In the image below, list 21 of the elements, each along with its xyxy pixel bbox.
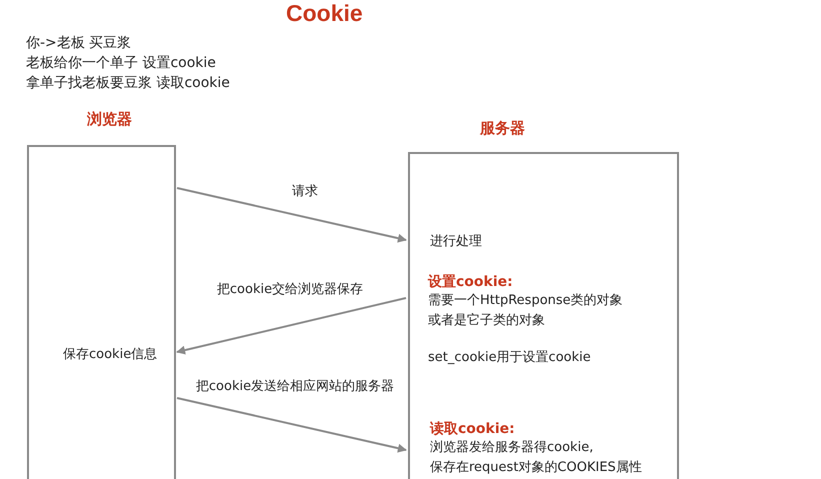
edge-label: 请求 [290,182,320,200]
note-text: 拿单子找老板要豆浆 读取cookie [26,74,230,92]
note-text: 老板给你一个单子 设置cookie [26,54,216,72]
section-heading: 设置cookie: [428,274,513,290]
arrow [176,397,407,453]
body-text: 需要一个HttpResponse类的对象 [428,293,623,309]
column-heading: 浏览器 [87,110,132,129]
arrow [176,187,407,243]
edge-label: 把cookie发送给相应网站的服务器 [194,377,396,395]
column-heading: 服务器 [480,119,525,138]
title: Cookie [286,0,363,27]
body-text: 保存cookie信息 [63,347,158,363]
note-text: 你->老板 买豆浆 [26,34,132,52]
body-text: 进行处理 [430,234,482,250]
arrow [176,297,406,355]
body-text: 或者是它子类的对象 [428,313,545,329]
body-text: 保存在request对象的COOKIES属性 [430,460,642,476]
body-text: 浏览器发给服务器得cookie, [430,440,594,456]
body-text: set_cookie用于设置cookie [428,350,591,366]
section-heading: 读取cookie: [430,421,515,437]
edge-label: 把cookie交给浏览器保存 [214,280,366,298]
